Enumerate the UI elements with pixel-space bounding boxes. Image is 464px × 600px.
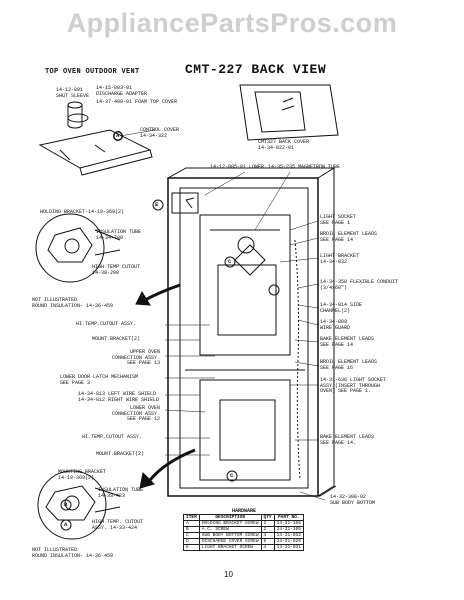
page-number: 10 (224, 570, 233, 579)
label-not-illustrated-top: NOT ILLUSTRATED ROUND INSULATION- 14-36-… (32, 297, 114, 309)
table-cell: LIGHT BRACKET SCREW (198, 544, 262, 551)
page-title: CMT-227 BACK VIEW (185, 62, 327, 77)
label-wire-guard: 14-34-809 WIRE GUARD (320, 319, 351, 331)
callout-e: E (155, 201, 159, 208)
label-magnetron-tube: 14-35-235 MAGNETRON TUBE (268, 164, 341, 170)
label-insulation-tube-bottom: INSULATION TUBE 14-33-423 (98, 487, 144, 499)
label-lower-oven-connection: LOWER OVEN CONNECTION ASSY. SEE PAGE 12 (112, 405, 161, 423)
callout-a-bottom: A (64, 521, 68, 528)
table-row: E LIGHT BRACKET SCREW 4 14-31-031 (183, 544, 304, 551)
label-shut-sleeve: 14-12-891 SHUT SLEEVE (56, 87, 90, 99)
callout-b-ring (60, 499, 72, 511)
label-discharge-adapter: 14-15-003-01 DISCHARGE ADAPTER (96, 85, 148, 97)
label-light-socket-assy: 14-31-636 LIGHT SOCKET ASSY.(INSERT THRO… (320, 377, 387, 395)
label-broil-leads-mid: BROIL ELEMENT LEADS SEE PAGE 16 (320, 359, 378, 371)
label-bake-leads-bottom: BAKE ELEMENT LEADS SEE PAGE 14. (320, 434, 375, 446)
table-row: B A.C. SCREW 2 14-31-105 (183, 526, 304, 533)
table-row: D DISCHARGE COVER SCREW 6 14-31-026 (183, 538, 304, 545)
table-cell: SUB BODY BOTTOM SCREW (198, 532, 262, 539)
hardware-title: HARDWARE (232, 508, 257, 514)
table-cell: 14-31-106 (273, 520, 304, 527)
label-bake-leads-top: BAKE ELEMENT LEADS SEE PAGE 14 (320, 336, 375, 348)
section-subtitle: TOP OVEN OUTDOOR VENT (45, 68, 140, 76)
label-broil-leads-top: BROIL ELEMENT LEADS SEE PAGE 14 (320, 231, 378, 243)
label-right-wire-shield: 14-34-812 RIGHT WIRE SHIELD (78, 397, 160, 403)
label-hi-temp-cutout-assy-bottom: HI.TEMP.CUTOUT ASSY. (82, 434, 143, 440)
label-lower-door-latch: LOWER DOOR LATCH MECHANISM SEE PAGE 3 (60, 374, 139, 386)
table-cell: 4 (260, 544, 275, 551)
table-cell: 14-31-031 (273, 544, 304, 551)
label-high-temp-cutout-top: HIGH TEMP CUTOUT 14-38-290 (92, 264, 141, 276)
label-sub-body-bottom: 14-32-308-02 SUB BODY BOTTOM (330, 494, 376, 506)
label-control-cover: CONTROL COVER 14-34-322 (140, 127, 180, 139)
label-high-temp-cutout-bottom: HIGH TEMP. CUTOUT ASSY. 14-33-424 (92, 519, 144, 531)
callout-c-bottom: C (230, 472, 234, 479)
table-cell: 14-31-105 (273, 526, 304, 533)
label-lower: 14-12-005-01 LOWER (210, 164, 265, 170)
table-row: C SUB BODY BOTTOM SCREW 4 14-31-032 (183, 532, 304, 539)
label-light-bracket: LIGHT BRACKET 14-34-832 (320, 253, 360, 265)
callout-c-ring-top (224, 256, 236, 268)
callout-c-top: C (228, 258, 232, 265)
hardware-header-item: ITEM (183, 514, 200, 521)
label-upper-oven-connection: UPPER OVEN CONNECTION ASSY. SEE PAGE 13 (112, 349, 161, 367)
hardware-table: ITEM DESCRIPTION QTY PART NO. A HOLDING … (183, 514, 304, 551)
table-row: A HOLDING BRACKET SCREW 2 14-31-106 (183, 520, 304, 527)
table-cell: 14-31-026 (273, 538, 304, 545)
label-left-wire-shield: 14-34-813 LEFT WIRE SHIELD (78, 391, 157, 397)
label-light-socket: LIGHT SOCKET SEE PAGE 1 (320, 214, 357, 226)
label-foam-top: 14-37-499-01 FOAM TOP COVER (96, 99, 178, 105)
label-holding-bracket: HOLDING BRACKET-14-19-369(2) (40, 209, 125, 215)
callout-b: B (64, 501, 68, 508)
label-mount-bracket-bottom: MOUNT.BRACKET(2) (96, 451, 145, 457)
label-mount-bracket-top: MOUNT.BRACKET(2) (92, 336, 141, 342)
callout-a: A (116, 132, 120, 139)
label-not-illustrated-bottom: NOT ILLUSTRATED ROUND INSULATION- 14-36-… (32, 547, 114, 559)
watermark: AppliancePartsPros.com (66, 8, 398, 38)
table-cell: 14-31-032 (273, 532, 304, 539)
label-hi-temp-cutout-assy-top: HI.TEMP.CUTOUT ASSY. (76, 321, 137, 327)
label-flexible-conduit: 14-34-350 FLEXIBLE CONDUIT (3/4x60") (320, 279, 399, 291)
table-cell: DISCHARGE COVER SCREW (198, 538, 262, 545)
table-cell: E (183, 544, 200, 551)
label-mounting-bracket-bottom: MOUNTING BRACKET 14-19-369(2) (58, 469, 107, 481)
table-cell: HOLDING BRACKET SCREW (198, 520, 262, 527)
label-side-channel: 14-34-814 SIDE CHANNEL(2) (320, 302, 363, 314)
callout-e-ring (152, 199, 164, 211)
callout-c-ring-bot (226, 470, 238, 482)
label-insulation-tube-top: INSULATION TUBE 14-34-780 (96, 229, 142, 241)
label-back-cover: CMT327 BACK COVER 14-34-822-01 (258, 139, 310, 151)
hardware-header-part-no: PART NO. (273, 514, 304, 521)
callout-a2-ring (60, 519, 72, 531)
callout-a-ring (113, 131, 123, 141)
